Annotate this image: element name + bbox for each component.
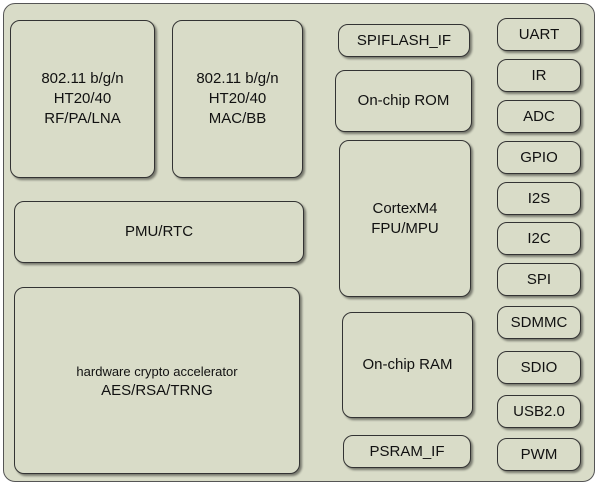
peripheral-gpio: GPIO [497, 141, 581, 174]
peripheral-ir: IR [497, 59, 581, 92]
peripheral-adc: ADC [497, 100, 581, 133]
ram-label: On-chip RAM [362, 356, 453, 373]
on-chip-ram-block: On-chip RAM [342, 312, 473, 418]
on-chip-rom-block: On-chip ROM [335, 70, 472, 132]
rf-line-2: HT20/40 [53, 90, 112, 107]
pmu-rtc-block: PMU/RTC [14, 201, 304, 263]
spiflash-if-block: SPIFLASH_IF [338, 24, 470, 57]
rom-label: On-chip ROM [357, 92, 450, 109]
rf-block: 802.11 b/g/n HT20/40 RF/PA/LNA [10, 20, 155, 178]
psram-label: PSRAM_IF [369, 442, 445, 460]
peripheral-label: UART [518, 25, 560, 43]
peripheral-label: ADC [523, 107, 555, 125]
mac-line-2: HT20/40 [208, 90, 267, 107]
peripheral-sdmmc: SDMMC [497, 306, 581, 339]
cortex-m4-block: CortexM4 FPU/MPU [339, 140, 471, 297]
psram-if-block: PSRAM_IF [343, 435, 471, 468]
peripheral-label: I2C [527, 229, 551, 247]
peripheral-label: USB2.0 [513, 402, 565, 420]
rf-line-3: RF/PA/LNA [44, 110, 121, 127]
peripheral-i2c: I2C [497, 222, 581, 255]
crypto-line-1: hardware crypto accelerator [76, 363, 238, 379]
peripheral-sdio: SDIO [497, 351, 581, 384]
peripheral-label: IR [531, 66, 547, 84]
mac-line-3: MAC/BB [208, 110, 267, 127]
crypto-line-2: AES/RSA/TRNG [101, 381, 213, 399]
pmu-label: PMU/RTC [124, 223, 194, 240]
spiflash-label: SPIFLASH_IF [356, 31, 452, 49]
peripheral-usb2: USB2.0 [497, 395, 581, 428]
peripheral-spi: SPI [497, 263, 581, 296]
peripheral-uart: UART [497, 18, 581, 51]
peripheral-label: PWM [520, 445, 558, 463]
mac-line-1: 802.11 b/g/n [196, 70, 279, 87]
crypto-accelerator-block: hardware crypto accelerator AES/RSA/TRNG [14, 287, 300, 474]
cpu-line-1: CortexM4 [372, 199, 438, 217]
rf-line-1: 802.11 b/g/n [41, 70, 124, 87]
peripheral-i2s: I2S [497, 182, 581, 215]
peripheral-label: SDIO [520, 358, 558, 376]
peripheral-label: I2S [527, 189, 551, 207]
peripheral-label: SPI [526, 270, 552, 288]
peripheral-pwm: PWM [497, 438, 581, 471]
cpu-line-2: FPU/MPU [371, 219, 439, 237]
peripheral-label: SDMMC [510, 313, 568, 331]
peripheral-label: GPIO [520, 148, 558, 166]
mac-bb-block: 802.11 b/g/n HT20/40 MAC/BB [172, 20, 303, 178]
